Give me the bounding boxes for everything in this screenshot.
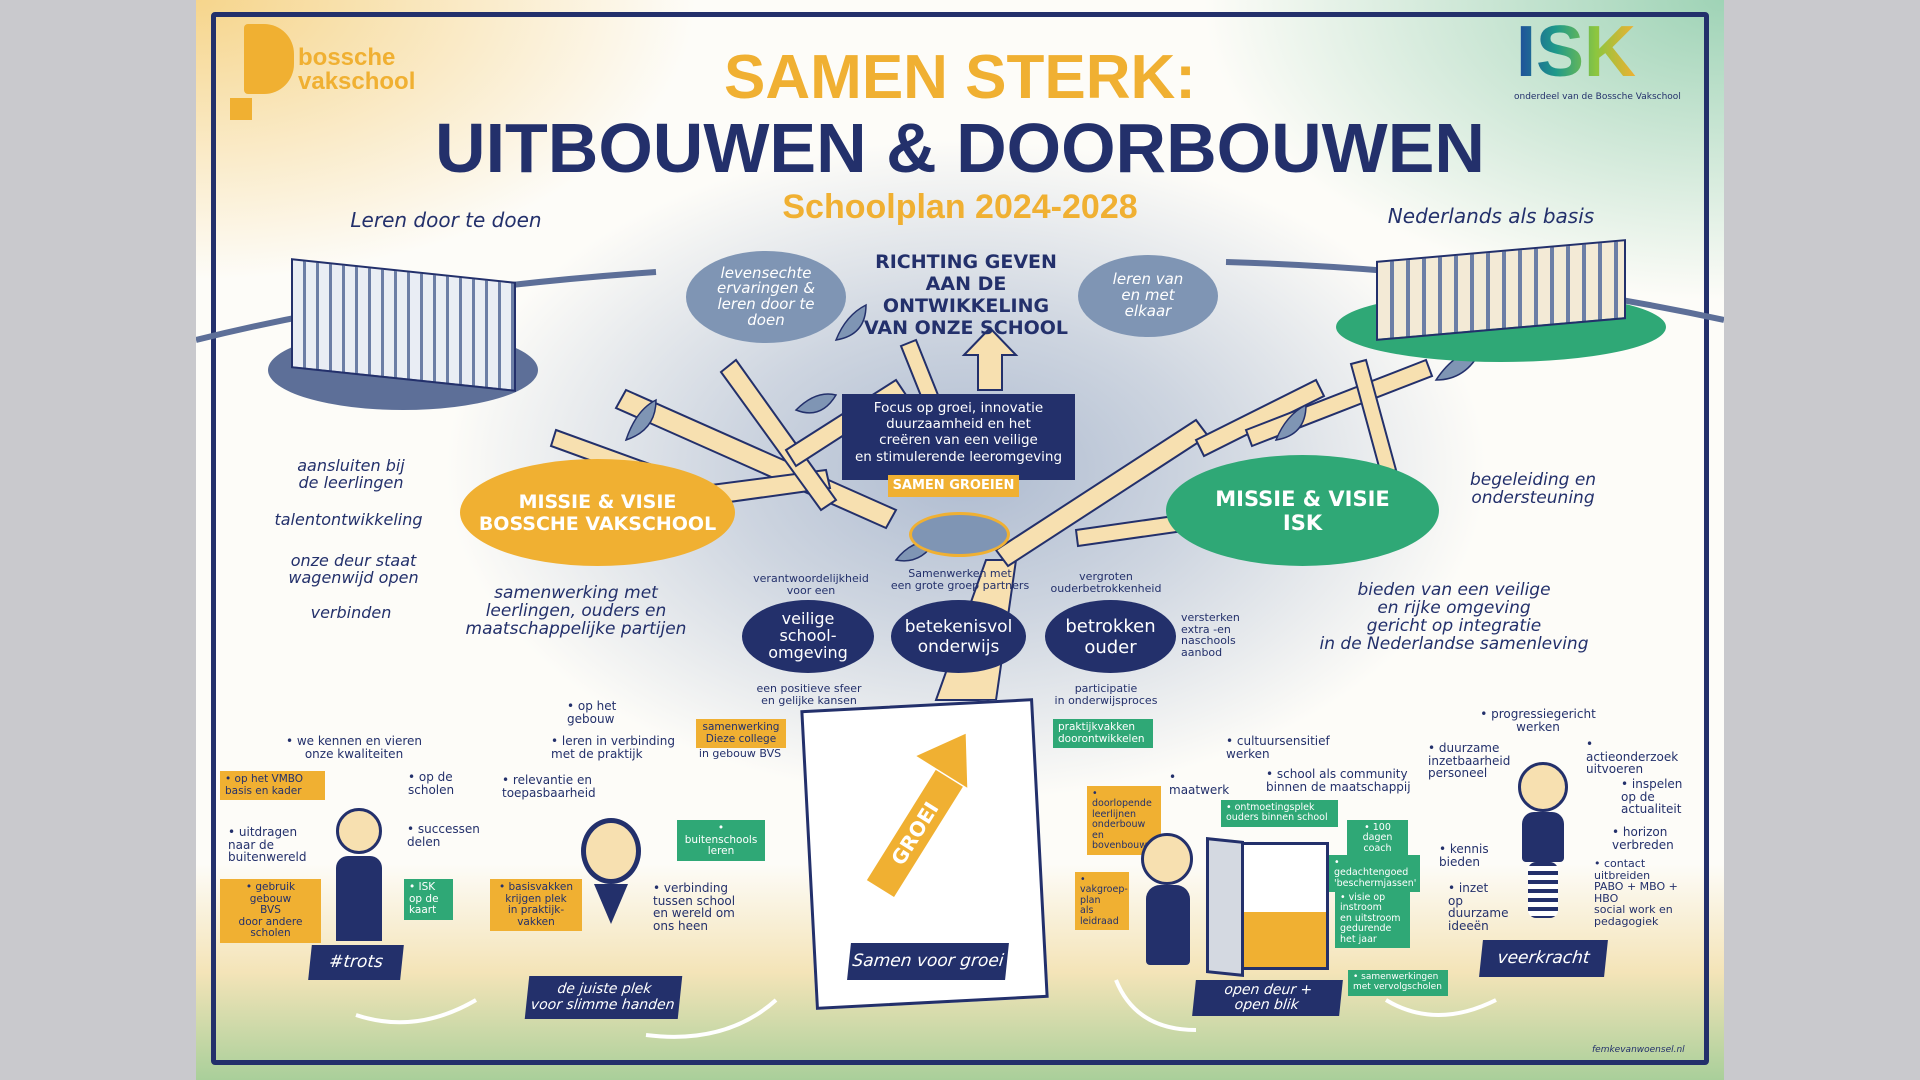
poster-frame [211,12,1709,1065]
bossche-vakschool-logo-text: bossche vakschool [298,44,416,95]
isk-logo-subtitle: onderdeel van de Bossche Vakschool [1514,92,1681,102]
mission-vision-isk: MISSIE & VISIE ISK [1166,455,1439,566]
tag-basisvakken: • basisvakken krijgen plek in praktijk- … [490,879,582,932]
center-heading: RICHTING GEVEN AAN DE ONTWIKKELING VAN O… [864,251,1068,339]
handen-note-verbinding: • verbinding tussen school en wereld om … [653,881,736,933]
tag-ontmoetingsplek: • ontmoetingsplek ouders binnen school [1221,800,1338,827]
veer-note-kennis: • kennis bieden [1439,842,1489,869]
deur-note-community: • school als community binnen de maatsch… [1266,767,1411,794]
woman-body [1146,885,1190,965]
value-aansluiten: aansluiten bij de leerlingen [297,456,405,492]
pillar-betekenisvol-onderwijs: betekenisvol onderwijs [891,600,1026,673]
samen-groeien-tag: SAMEN GROEIEN [888,475,1019,497]
groei-arrow: GROEI [866,769,963,898]
pillar-veilig-above: verantwoordelijkheid voor een [753,572,869,597]
handen-note-relevantie: • relevantie en toepasbaarheid [502,773,596,800]
veer-note-duurzaam: • duurzame inzetbaarheid personeel [1428,741,1511,781]
value-talent: talentontwikkeling [274,510,423,529]
spring-icon [1528,862,1558,918]
tag-beschermjassen: • gedachtengoed 'beschermjassen' [1329,855,1420,893]
veer-note-contact: • contact uitbreiden PABO + MBO + HBO so… [1594,857,1678,928]
focus-box: Focus op groei, innovatie duurzaamheid e… [842,394,1075,480]
isk-logo: ISK [1516,12,1637,92]
arrow-head-icon [916,717,992,788]
tag-gebouw: • gebruik gebouw BVS door andere scholen [220,879,321,943]
spring-figure-body [1522,812,1564,862]
smiling-figure-icon [336,808,382,854]
open-door-icon [1206,837,1329,977]
speech-bubble-left: levensechte ervaringen & leren door te d… [686,251,846,343]
handen-note-gebouw: • op het gebouw [567,699,617,726]
lightbulb-icon [581,818,641,884]
handen-note-praktijk: • leren in verbinding met de praktijk [551,734,675,761]
bossche-vakschool-logo-icon [230,24,294,120]
pillar-ouder-above: vergroten ouderbetrokkenheid [1050,570,1162,595]
value-deur: onze deur staat wagenwijd open [288,551,419,587]
infographic-poster: bossche vakschool ISK onderdeel van de B… [196,0,1724,1080]
pillar-betrokken-ouder: betrokken ouder [1045,600,1176,673]
tag-instroom: • visie op instroom en uitstroom geduren… [1335,890,1410,949]
figure-body [336,856,382,941]
pillar-veilig-below: een positieve sfeer en gelijke kansen [756,682,862,707]
integration-text: bieden van een veilige en rijke omgeving… [1319,580,1589,654]
woman-figure-icon [1141,833,1193,885]
trots-plinth: #trots [308,945,404,980]
deur-note-cultuur: • cultuursensitief werken [1226,734,1330,761]
dieze-sub: in gebouw BVS [698,747,782,760]
trots-note-uitdragen: • uitdragen naar de buitenwereld [228,825,307,865]
pillar-ouder-below: participatie in onderwijsproces [1054,682,1158,707]
speech-bubble-right: leren van en met elkaar [1078,255,1218,337]
deur-plinth: open deur + open blik [1192,980,1343,1016]
school-building-icon [291,258,516,392]
support-text: begeleiding en ondersteuning [1469,470,1597,508]
tag-praktijkvakken: praktijkvakken doorontwikkelen [1053,719,1153,749]
veer-note-progressie: • progressiegericht werken [1480,707,1596,734]
tag-buitenschools: • buitenschools leren [677,820,765,861]
pillar-ouder-side: versterken extra -en naschools aanbod [1181,611,1240,659]
tag-vmbo: • op het VMBO basis en kader [220,771,325,801]
group-of-people-icon [909,512,1010,557]
illustrator-credit: femkevanwoensel.nl [1592,1045,1685,1055]
tag-dieze-college: samenwerking Dieze college [696,719,786,749]
tag-vervolgscholen: • samenwerkingen met vervolgscholen [1348,970,1448,996]
tag-isk-kaart: • ISK op de kaart [404,879,453,920]
mission-vision-bossche-vakschool: MISSIE & VISIE BOSSCHE VAKSCHOOL [460,459,735,566]
spring-figure-icon [1518,762,1568,812]
left-label: Leren door te doen [350,208,542,232]
trots-note-successen: • successen delen [407,822,480,849]
trots-note-scholen: • op de scholen [408,770,455,797]
veer-note-horizon: • horizon verbreden [1612,825,1674,852]
tag-100-dagen: • 100 dagen coach [1347,820,1408,858]
tag-vakgroep: • vakgroep- plan als leidraad [1075,872,1129,931]
trots-note-kwaliteiten: • we kennen en vieren onze kwaliteiten [285,734,423,761]
handen-plinth: de juiste plek voor slimme handen [524,976,683,1019]
title-line-1: SAMEN STERK: [724,43,1196,112]
pillar-veilige-schoolomgeving: veilige school- omgeving [742,600,874,673]
title-line-2: UITBOUWEN & DOORBOUWEN [435,109,1485,187]
veerkracht-plinth: veerkracht [1479,940,1608,977]
lightbulb-base [594,884,628,924]
left-collab-text: samenwerking met leerlingen, ouders en m… [465,583,687,639]
value-verbinden: verbinden [310,603,392,622]
veer-note-ideeen: • inzet op duurzame ideeën [1448,881,1509,933]
veer-note-actualiteit: • inspelen op de actualiteit [1621,777,1683,817]
right-label: Nederlands als basis [1387,204,1595,228]
partners-text: Samenwerken met een grote groep partners [890,567,1030,592]
samen-voor-groei-label: Samen voor groei [847,943,1009,980]
deur-note-maatwerk: • maatwerk [1169,770,1230,797]
schoolplan-subtitle: Schoolplan 2024-2028 [782,188,1138,226]
veer-note-actieonderzoek: • actieonderzoek uitvoeren [1586,737,1679,777]
